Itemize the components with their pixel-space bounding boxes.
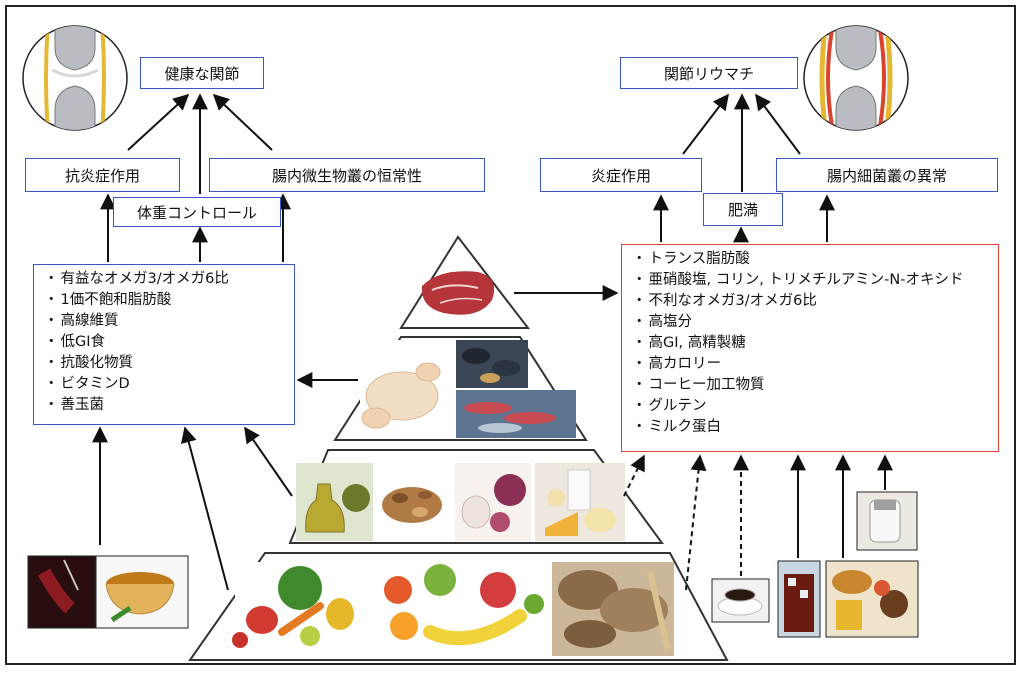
garlic-onion-image xyxy=(455,463,531,541)
coffee-image xyxy=(711,578,770,623)
dairy-image xyxy=(535,463,625,541)
gut-dysbiosis-box: 腸内細菌叢の異常 xyxy=(776,158,998,192)
harmful-factors-box: トランス脂肪酸 亜硝酸塩, コリン, トリメチルアミン-N-オキシド 不利なオメ… xyxy=(621,244,999,452)
beneficial-factor: 抗酸化物質 xyxy=(44,353,284,374)
tea-image xyxy=(95,555,189,629)
red-meat-image xyxy=(421,271,495,315)
fruits-image xyxy=(374,562,548,656)
inflammation-label: 炎症作用 xyxy=(590,166,651,185)
arrows xyxy=(92,93,893,591)
olive-oil-image xyxy=(296,463,373,541)
salt-shaker-image xyxy=(856,491,918,551)
ra-joint-label: 関節リウマチ xyxy=(663,64,754,83)
harmful-factor: グルテン xyxy=(632,396,988,417)
seafood-image xyxy=(456,340,576,438)
beneficial-factor: 低GI食 xyxy=(44,332,284,353)
diagram-frame xyxy=(5,5,1016,665)
red-wine-image xyxy=(27,555,96,629)
beneficial-factor: ビタミンD xyxy=(44,374,284,395)
ra-joint-illustration xyxy=(803,25,909,131)
harmful-factor: コーヒー加工物質 xyxy=(632,375,988,396)
beneficial-factor: 善玉菌 xyxy=(44,395,284,416)
anti-inflammatory-label: 抗炎症作用 xyxy=(64,166,140,185)
beneficial-factor: 有益なオメガ3/オメガ6比 xyxy=(44,269,284,290)
healthy-joint-box: 健康な関節 xyxy=(140,57,264,89)
ra-joint-box: 関節リウマチ xyxy=(620,57,798,89)
healthy-joint-label: 健康な関節 xyxy=(164,64,240,83)
inflammation-box: 炎症作用 xyxy=(540,158,702,192)
nuts-image xyxy=(377,463,451,541)
junk-food-image xyxy=(825,560,919,638)
harmful-factor: 亜硝酸塩, コリン, トリメチルアミン-N-オキシド xyxy=(632,270,988,291)
vegetables-image xyxy=(232,562,370,656)
harmful-factor: 高塩分 xyxy=(632,312,988,333)
gut-dysbiosis-label: 腸内細菌叢の異常 xyxy=(826,166,947,185)
obesity-label: 肥満 xyxy=(727,201,758,219)
poultry-image xyxy=(360,340,452,438)
harmful-factor: トランス脂肪酸 xyxy=(632,249,988,270)
bread-grains-image xyxy=(552,562,674,656)
anti-inflammatory-box: 抗炎症作用 xyxy=(25,158,180,192)
healthy-joint-illustration xyxy=(22,25,128,131)
harmful-factor: 不利なオメガ3/オメガ6比 xyxy=(632,291,988,312)
cola-image xyxy=(777,560,821,638)
obesity-box: 肥満 xyxy=(703,193,783,226)
harmful-factor: 高カロリー xyxy=(632,354,988,375)
gut-homeostasis-label: 腸内微生物叢の恒常性 xyxy=(271,166,422,185)
beneficial-factors-box: 有益なオメガ3/オメガ6比 1価不飽和脂肪酸 高線維質 低GI食 抗酸化物質 ビ… xyxy=(33,264,295,425)
harmful-factor: 高GI, 高精製糖 xyxy=(632,333,988,354)
harmful-factor: ミルク蛋白 xyxy=(632,417,988,438)
food-pyramid xyxy=(188,235,729,661)
weight-control-label: 体重コントロール xyxy=(136,203,257,222)
beneficial-factor: 1価不飽和脂肪酸 xyxy=(44,290,284,311)
beneficial-factor: 高線維質 xyxy=(44,311,284,332)
weight-control-box: 体重コントロール xyxy=(113,197,281,227)
gut-homeostasis-box: 腸内微生物叢の恒常性 xyxy=(209,158,485,192)
